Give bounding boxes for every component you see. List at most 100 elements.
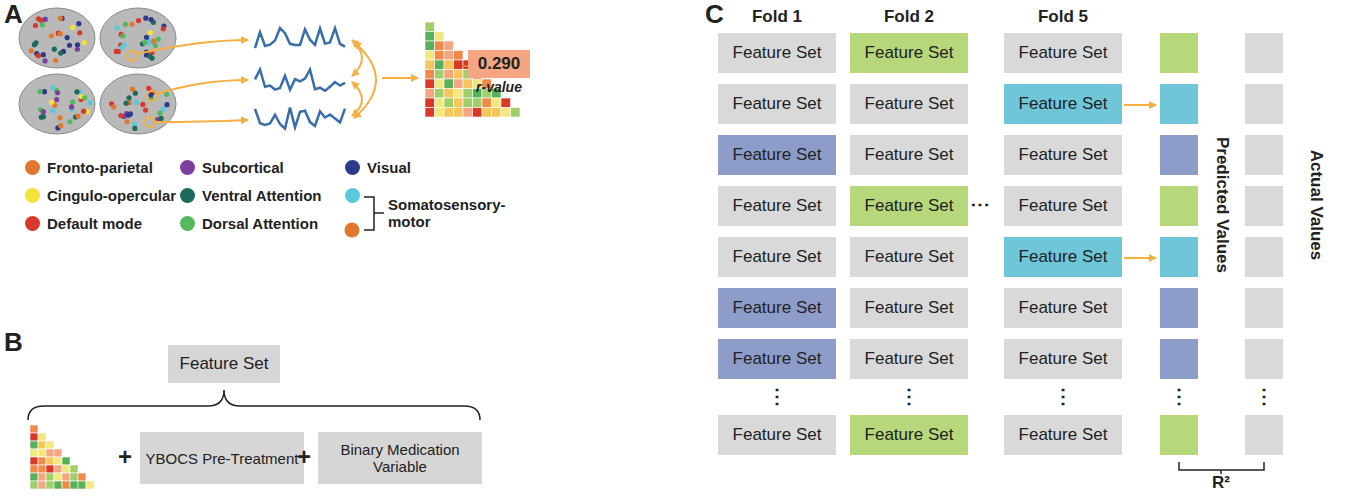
feature-set-box: Feature Set [850, 84, 968, 124]
axis-label: Actual Values [1307, 150, 1326, 261]
feature-set-box: Feature Set [850, 135, 968, 175]
feature-set-box: Feature Set [1004, 33, 1122, 73]
feature-set-box: Feature Set [718, 288, 836, 328]
ellipsis: ⋮ [1053, 385, 1073, 407]
matrix-cell [425, 60, 435, 70]
box-text: Feature Set [733, 425, 822, 445]
brain-node [43, 17, 48, 22]
fold-header: Fold 1 [752, 8, 802, 27]
brain-node [149, 17, 154, 22]
matrix-cell [454, 98, 464, 108]
brain-node [57, 115, 62, 120]
actual-value [1245, 339, 1283, 379]
legend-text: Fronto-parietal [47, 159, 153, 176]
legend-text: Dorsal Attention [202, 215, 318, 232]
matrix-cell [46, 465, 54, 473]
brain-node [123, 101, 128, 106]
brain-node [82, 40, 87, 45]
brain-node [75, 47, 80, 52]
matrix-cell [30, 449, 38, 457]
matrix-cell [501, 108, 511, 118]
matrix-cell [425, 32, 435, 42]
matrix-cell [444, 98, 454, 108]
brain-node [161, 107, 166, 112]
brain-node [164, 102, 169, 107]
brain-node [53, 58, 58, 63]
matrix-cell [444, 41, 454, 51]
box-text: Feature Set [733, 247, 822, 267]
matrix-cell [38, 481, 46, 489]
matrix-cell [38, 457, 46, 465]
matrix-cell [435, 79, 445, 89]
predicted-value [1160, 237, 1198, 277]
feature-set-box: Feature Set [850, 288, 968, 328]
matrix-cell [30, 457, 38, 465]
feature-set-box: Feature Set [1004, 339, 1122, 379]
matrix-cell [463, 98, 473, 108]
brain-node [69, 104, 74, 109]
brain-node [65, 35, 70, 40]
brain-node [52, 47, 57, 52]
matrix-cell [454, 79, 464, 89]
box-text: 0.290 [478, 54, 521, 74]
brain-node [125, 119, 130, 124]
brain-node [147, 54, 152, 59]
callout-subtext: r-value [476, 79, 522, 95]
box-text: Feature Set [1019, 298, 1108, 318]
brain-node [54, 97, 59, 102]
brain-node [41, 114, 46, 119]
matrix-cell [425, 70, 435, 80]
matrix-cell [463, 79, 473, 89]
matrix-cell [454, 70, 464, 80]
legend-extra-dot [345, 223, 360, 238]
matrix-cell [444, 89, 454, 99]
matrix-cell [444, 60, 454, 70]
matrix-cell [86, 481, 94, 489]
matrix-cell [454, 60, 464, 70]
matrix-cell [435, 60, 445, 70]
box-text: Feature Set [865, 94, 954, 114]
signal-trace [255, 28, 345, 48]
matrix-cell [444, 51, 454, 61]
brain-node [67, 43, 72, 48]
matrix-cell [46, 473, 54, 481]
matrix-cell [62, 465, 70, 473]
brain-node [142, 40, 147, 45]
brain-node [82, 95, 87, 100]
brain-nodes [29, 16, 170, 131]
feature-set-box: Feature Set [850, 33, 968, 73]
brain-node [144, 35, 149, 40]
predicted-value [1160, 84, 1198, 124]
brain-node [111, 104, 116, 109]
predicted-value [1160, 135, 1198, 175]
matrix-cell [38, 473, 46, 481]
brain-node [70, 99, 75, 104]
matrix-cell [62, 473, 70, 481]
matrix-cell [46, 449, 54, 457]
actual-value [1245, 33, 1283, 73]
feature-set-box: Feature Set [1004, 135, 1122, 175]
brain-node [87, 100, 92, 105]
brain-node [76, 21, 81, 26]
signal-trace [255, 69, 345, 90]
brain-node [40, 22, 45, 27]
matrix-cell [46, 441, 54, 449]
brain-node [132, 126, 137, 131]
ellipsis: ⋮ [767, 385, 787, 407]
matrix-cell [501, 98, 511, 108]
box-text: Feature Set [865, 43, 954, 63]
panel-letter: B [4, 328, 23, 357]
matrix-cell [454, 108, 464, 118]
box-text: Feature Set [733, 94, 822, 114]
correlation-matrix [30, 425, 94, 489]
feature-set-box: Feature Set [168, 345, 280, 383]
feature-set-box: Feature Set [718, 237, 836, 277]
legend-text: Visual [367, 159, 411, 176]
brain-node [161, 26, 166, 31]
signal-trace [255, 108, 345, 129]
matrix-cell [30, 425, 38, 433]
matrix-cell [78, 481, 86, 489]
brain-node [120, 33, 125, 38]
brain-node [75, 42, 80, 47]
